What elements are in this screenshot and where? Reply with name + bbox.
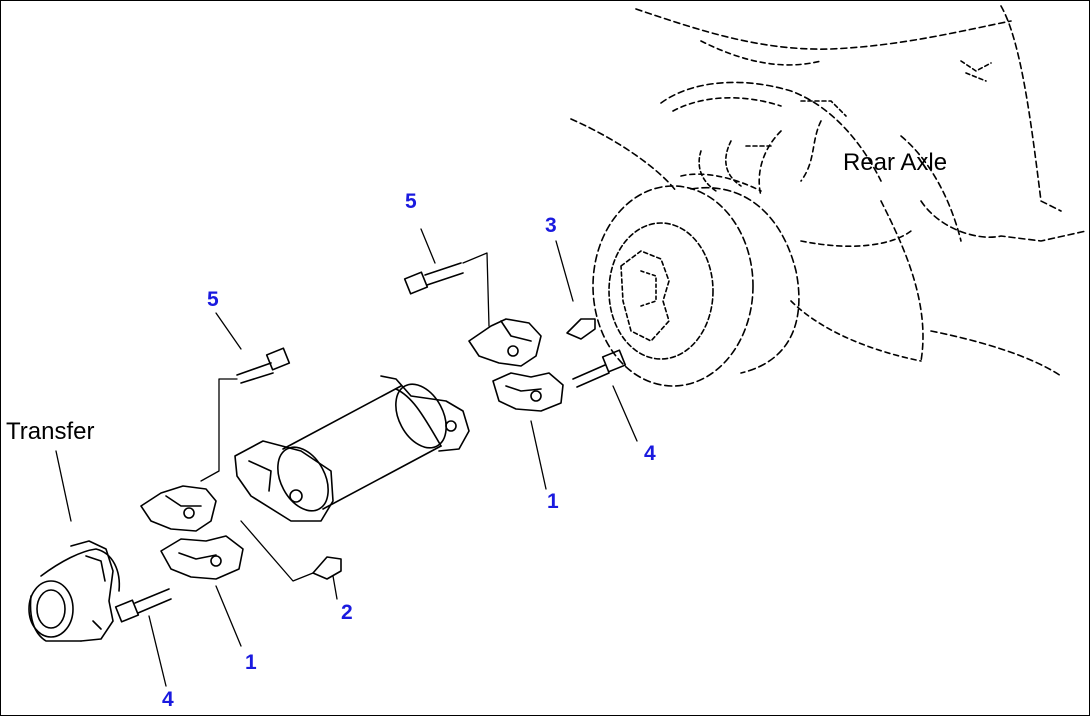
bolt-4-right — [572, 349, 627, 388]
transfer-output-flange — [28, 540, 121, 642]
drive-shaft-tube — [234, 375, 470, 522]
callout-5-right: 5 — [405, 190, 417, 213]
callout-1-left: 1 — [245, 651, 257, 674]
bolt-4-left — [114, 588, 172, 623]
callout-4-right: 4 — [644, 442, 656, 465]
universal-joint-right — [468, 318, 564, 412]
universal-joint-left — [140, 485, 244, 580]
grease-fitting-3 — [566, 318, 596, 340]
callout-4-left: 4 — [162, 688, 174, 711]
callout-1-right: 1 — [547, 490, 559, 513]
bolt-5-right — [403, 262, 464, 295]
callout-2: 2 — [341, 601, 353, 624]
axle-input-flange — [592, 185, 800, 387]
grease-fitting-2 — [312, 556, 342, 580]
transfer-label: Transfer — [6, 418, 95, 445]
callout-5-left: 5 — [207, 288, 219, 311]
callout-3: 3 — [545, 214, 557, 237]
leader-lines — [55, 228, 638, 687]
rear-axle-housing — [570, 5, 1087, 377]
bolt-5-left — [236, 347, 291, 384]
rear-axle-label: Rear Axle — [843, 149, 948, 176]
